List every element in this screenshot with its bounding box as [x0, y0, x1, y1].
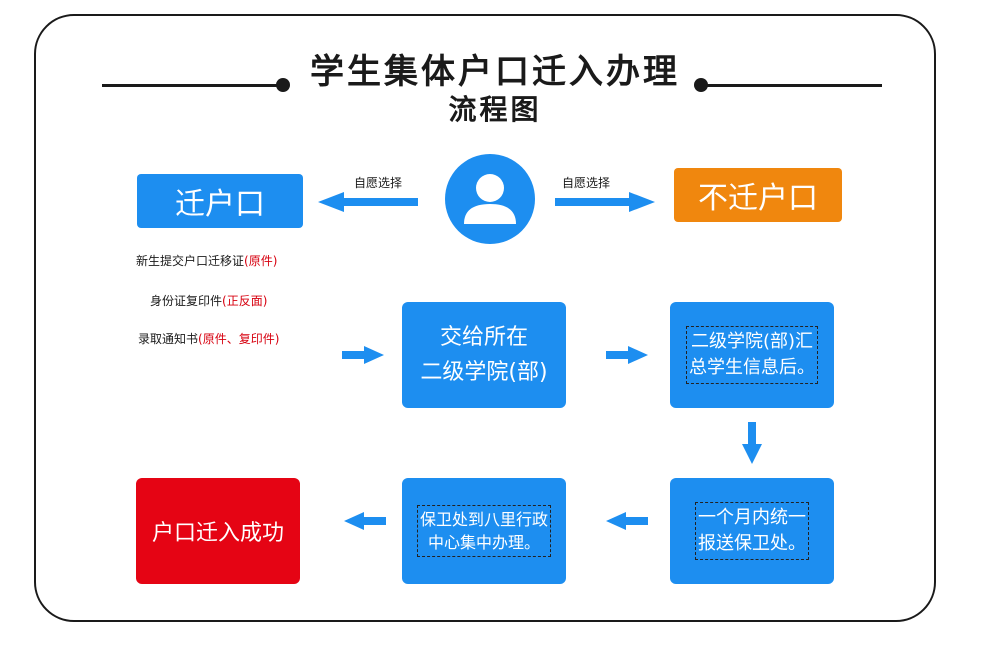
- submit-to-college-box: 交给所在 二级学院(部): [402, 302, 566, 408]
- diagram-subtitle: 流程图: [448, 93, 542, 126]
- arrow-right-icon: [555, 192, 655, 212]
- security-office-text: 保卫处到八里行政 中心集中办理。: [416, 504, 551, 558]
- move-hukou-box: 迁户口: [137, 174, 303, 228]
- submit-line-2: 二级学院(部): [420, 360, 548, 385]
- move-hukou-label: 迁户口: [175, 187, 265, 222]
- hukou-success-box: 户口迁入成功: [136, 478, 300, 584]
- student-avatar: [445, 154, 535, 244]
- monthly-report-box: 一个月内统一 报送保卫处。: [670, 478, 834, 584]
- arrow-down-icon: [742, 422, 762, 464]
- requirement-item: 新生提交户口迁移证(原件): [136, 254, 278, 268]
- title-rule-right-dot: [694, 78, 708, 92]
- requirement-item: 录取通知书(原件、复印件): [138, 332, 280, 346]
- arrow-left-icon: [344, 512, 386, 530]
- security-office-box: 保卫处到八里行政 中心集中办理。: [402, 478, 566, 584]
- title-rule-right: [704, 84, 882, 87]
- person-icon: [464, 174, 516, 224]
- arrow-right-icon: [342, 346, 384, 364]
- no-move-hukou-box: 不迁户口: [674, 168, 842, 222]
- title-rule-left-dot: [276, 78, 290, 92]
- diagram-title: 学生集体户口迁入办理: [310, 52, 680, 92]
- no-move-hukou-label: 不迁户口: [698, 181, 818, 216]
- choice-right-label: 自愿选择: [562, 176, 611, 190]
- title-rule-left: [102, 84, 280, 87]
- monthly-report-text: 一个月内统一 报送保卫处。: [695, 501, 809, 561]
- diagram-frame: [34, 14, 936, 622]
- college-collect-box: 二级学院(部)汇 总学生信息后。: [670, 302, 834, 408]
- success-label: 户口迁入成功: [151, 521, 284, 546]
- submit-line-1: 交给所在: [439, 324, 528, 350]
- college-collect-text: 二级学院(部)汇 总学生信息后。: [686, 325, 818, 385]
- requirement-item: 身份证复印件(正反面): [150, 294, 268, 308]
- arrow-right-icon: [606, 346, 648, 364]
- arrow-left-icon: [318, 192, 418, 212]
- arrow-left-icon: [606, 512, 648, 530]
- choice-left-label: 自愿选择: [354, 176, 403, 190]
